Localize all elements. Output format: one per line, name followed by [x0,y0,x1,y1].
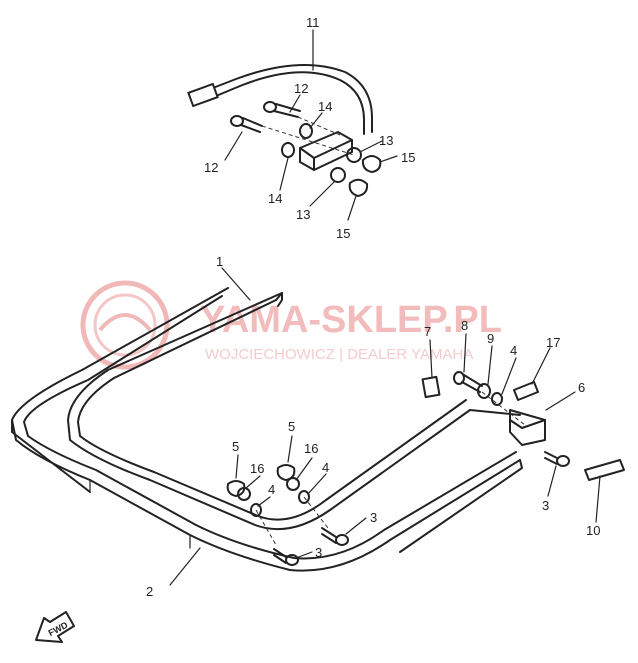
callout-14-lower: 14 [268,191,282,206]
callout-15-upper: 15 [401,150,415,165]
washer-16-mid [286,477,300,491]
washer-9 [477,383,491,399]
bolt-8 [453,371,483,393]
bracket-6 [509,409,546,446]
washer-13-lower [330,167,346,183]
washer-14-lower [281,142,295,158]
grab-handle [187,64,373,171]
bolt-12-upper [263,101,301,118]
clip-7 [421,375,441,399]
bolt-12-lower [230,115,263,133]
nut-5-left [226,480,246,497]
watermark: YAMA-SKLEP.PL WOJCIECHOWICZ | DEALER YAM… [80,280,502,370]
callout-11: 11 [306,15,320,30]
watermark-logo [80,280,170,370]
rail-outer [11,287,523,572]
callout-6: 6 [578,380,585,395]
label-10 [584,459,625,481]
washer-4-left [250,503,262,517]
callout-5-mid: 5 [288,419,295,434]
watermark-subtitle: WOJCIECHOWICZ | DEALER YAMAHA [205,346,473,363]
callout-15-lower: 15 [336,226,350,241]
callout-16-left: 16 [250,461,264,476]
bolt-3-left [273,548,299,566]
callout-12-upper: 12 [294,81,308,96]
bolt-3-center [321,527,349,546]
washer-4-right [491,392,503,406]
callout-13-upper: 13 [379,133,393,148]
callout-3-right: 3 [542,498,549,513]
bracket-17 [513,381,539,401]
leader-lines [169,29,601,586]
cap-nut-15-lower [348,178,369,197]
washer-13-upper [346,147,362,163]
bolt-3-right [544,451,570,467]
callout-10: 10 [586,523,600,538]
washer-14-upper [299,123,313,139]
washer-4-mid [298,490,310,504]
callout-13-lower: 13 [296,207,310,222]
callout-3-center: 3 [370,510,377,525]
watermark-title: YAMA-SKLEP.PL [200,299,502,341]
rail-inner [67,292,521,531]
cap-nut-15-upper [361,155,382,173]
forward-arrow-icon: FWD [35,611,75,643]
callout-7: 7 [424,324,431,339]
callout-16-mid: 16 [304,441,318,456]
callout-12-lower: 12 [204,160,218,175]
callout-9: 9 [487,331,494,346]
callout-1: 1 [216,254,223,269]
callout-8: 8 [461,318,468,333]
callout-4-left: 4 [268,482,275,497]
nut-5-mid [276,464,296,481]
callout-14-upper: 14 [318,99,332,114]
callout-4-mid: 4 [322,460,329,475]
callout-3-left: 3 [315,545,322,560]
washer-16-left [237,487,251,501]
callout-17: 17 [546,335,560,350]
callout-4-right: 4 [510,343,517,358]
callout-2: 2 [146,584,153,599]
callout-5-left: 5 [232,439,239,454]
